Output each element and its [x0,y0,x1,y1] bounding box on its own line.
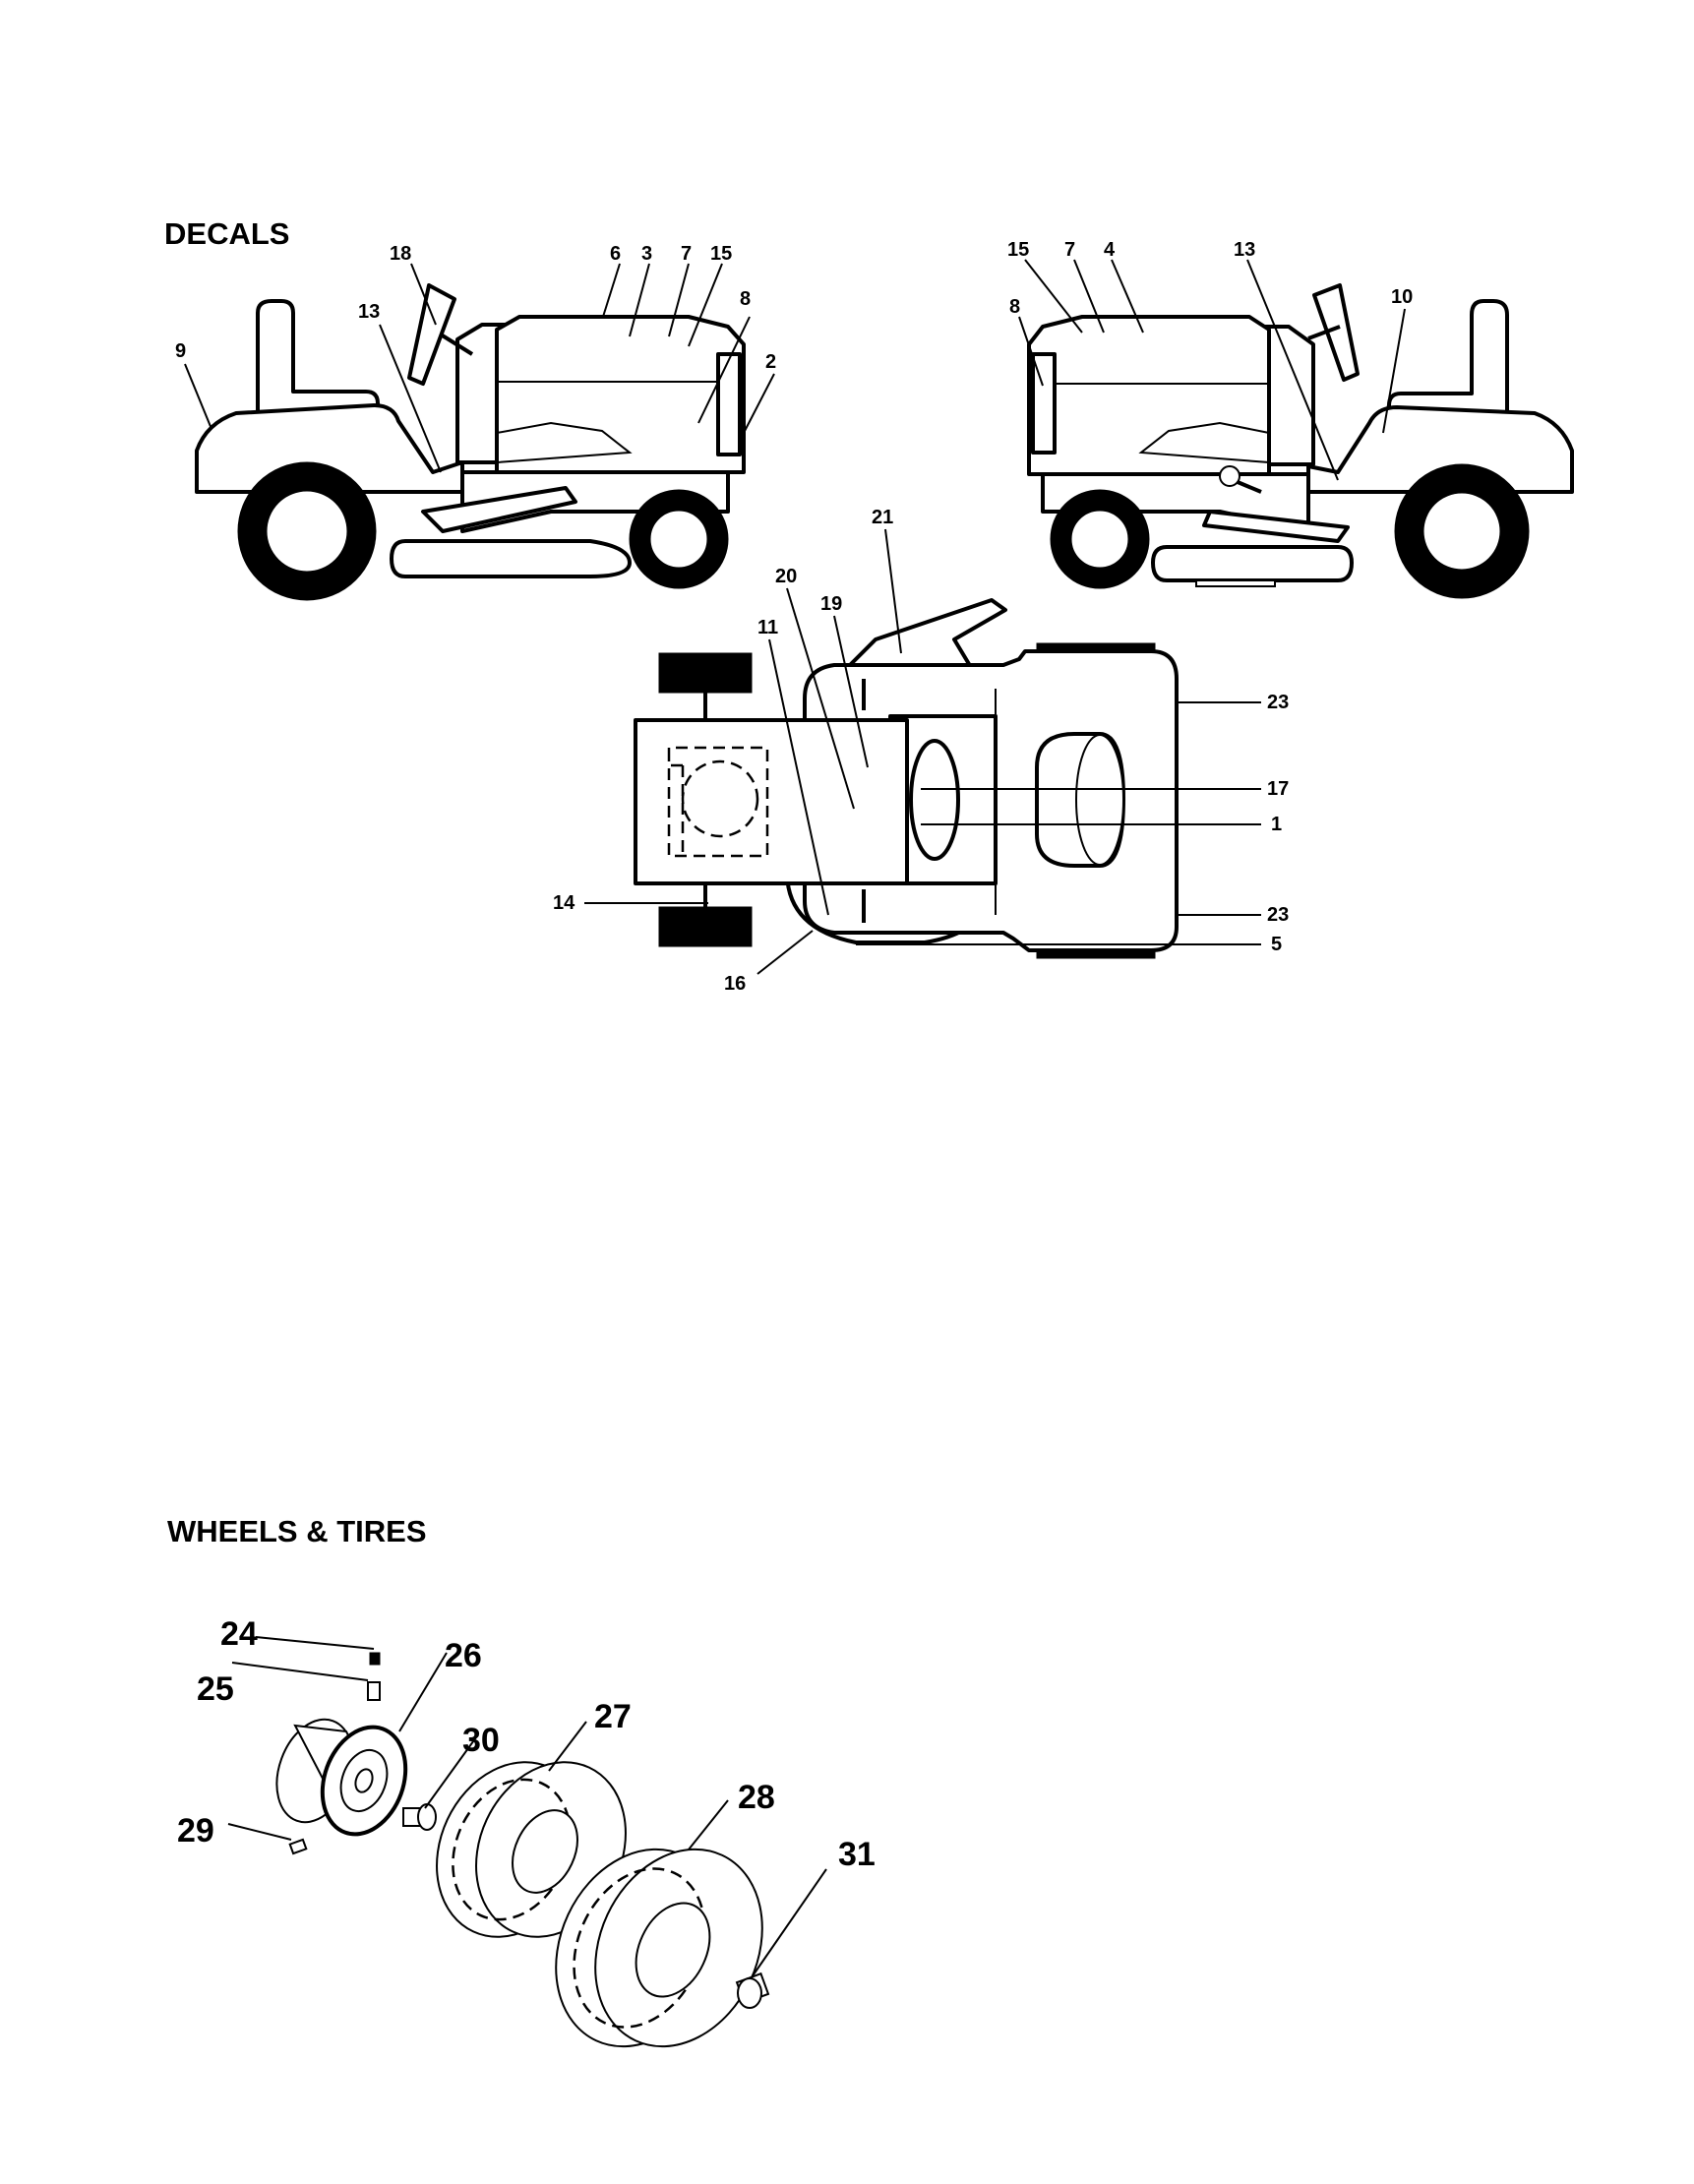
top-view-leaders [584,528,1261,975]
callout-26: 26 [445,1637,482,1674]
callout-13: 13 [358,301,380,323]
callout-16: 16 [724,973,746,995]
callout-29: 29 [177,1812,214,1850]
callout-19: 19 [820,593,842,615]
wheel-rim [275,1718,408,1837]
callout-4: 4 [1104,239,1116,261]
callout-7: 7 [1064,239,1075,261]
callout-15: 15 [710,243,732,265]
wheels-section-title: WHEELS & TIRES [167,1514,427,1548]
callout-15: 15 [1007,239,1029,261]
callout-8: 8 [740,288,751,310]
wheels-leaders [227,1636,827,1978]
callout-9: 9 [175,340,186,362]
wheels-callouts: 24 25 26 30 27 28 29 31 [177,1615,876,1873]
callout-13: 13 [1234,239,1255,261]
callout-5: 5 [1271,934,1282,955]
tire-rear [555,1848,763,2048]
callout-25: 25 [197,1670,234,1708]
callout-21: 21 [872,507,893,528]
top-view-callouts: 21 20 19 11 23 17 1 14 23 5 16 [553,507,1289,995]
callout-7: 7 [681,243,692,265]
hub-cap [735,1972,770,2009]
valve-stem [367,1652,381,1701]
callout-3: 3 [641,243,652,265]
callout-23-upper: 23 [1267,692,1289,713]
callout-30: 30 [462,1722,500,1759]
callout-20: 20 [775,566,797,587]
bearing [402,1803,437,1831]
right-view-leaders [1018,259,1406,481]
callout-27: 27 [594,1698,632,1735]
callout-6: 6 [610,243,621,265]
callout-18: 18 [390,243,411,265]
left-view-callouts: 9 18 13 6 3 7 15 8 2 [175,243,776,373]
callout-17: 17 [1267,778,1289,800]
right-view-callouts: 15 7 4 8 13 10 [1007,239,1413,318]
tractor-left-side-view [195,283,746,601]
callout-8: 8 [1009,296,1020,318]
callout-28: 28 [738,1779,775,1816]
tractor-top-view [634,598,1179,959]
callout-14: 14 [553,892,575,914]
callout-11: 11 [757,617,778,638]
callout-23-lower: 23 [1267,904,1289,926]
callout-2: 2 [765,351,776,373]
callout-31: 31 [838,1836,876,1873]
callout-10: 10 [1391,286,1413,308]
wheel-bolt [288,1838,308,1855]
callout-1: 1 [1271,814,1282,835]
left-view-leaders [184,263,775,473]
decals-section-title: DECALS [164,216,289,251]
callout-24: 24 [220,1615,258,1653]
tractor-right-side-view [1027,283,1574,599]
